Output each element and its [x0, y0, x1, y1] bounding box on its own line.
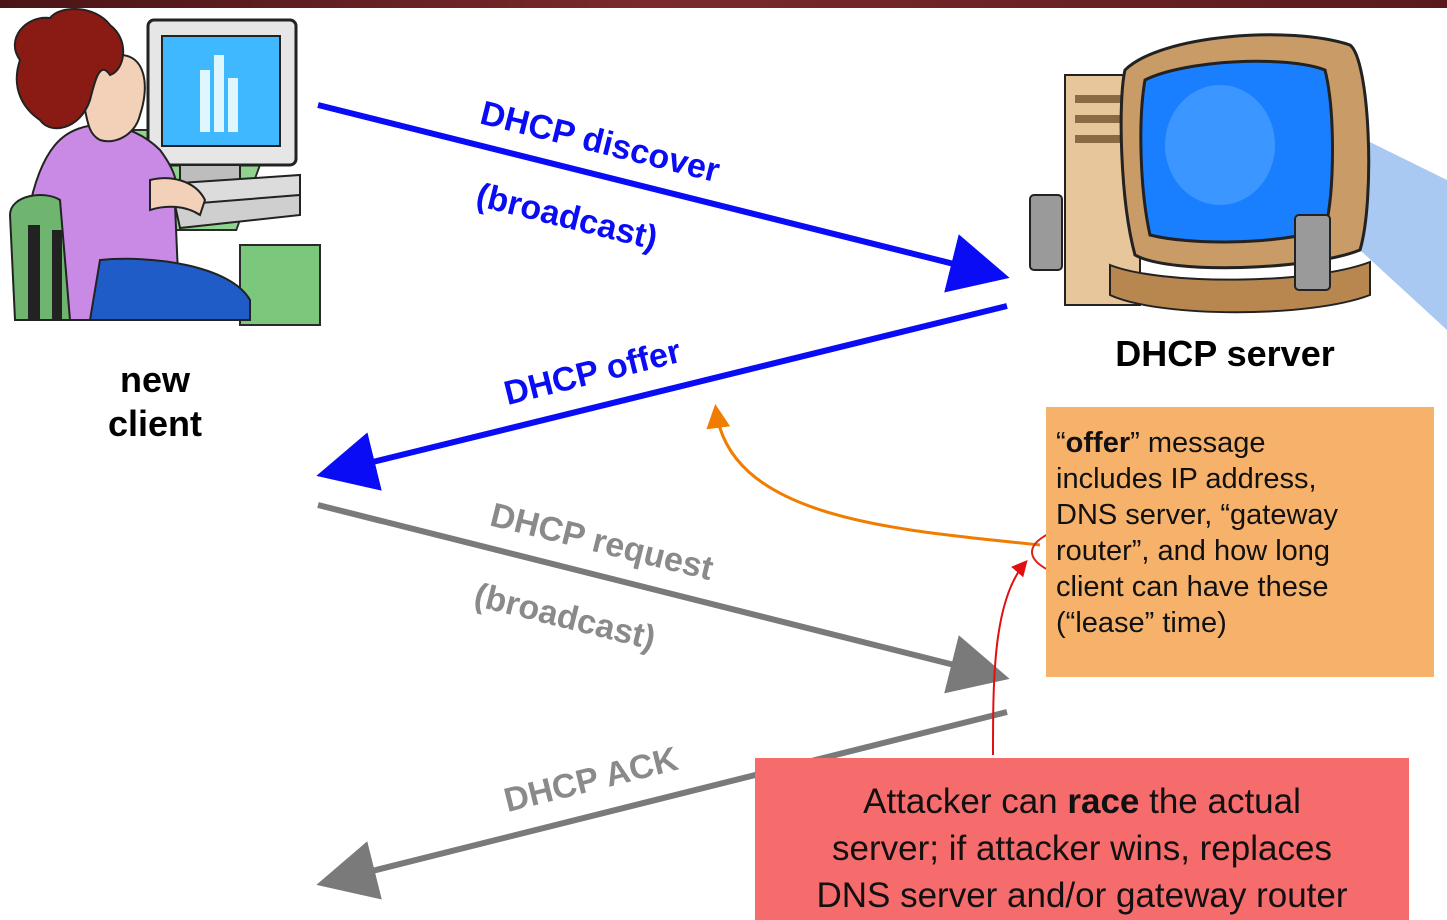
attack-note-pre: Attacker can — [863, 782, 1068, 821]
woman-at-computer-icon — [8, 7, 321, 326]
offer-note-lead: “offer” message — [1056, 425, 1424, 461]
attack-note-line1: Attacker can race the actual — [763, 778, 1401, 825]
offer-note-quote: “ — [1056, 427, 1066, 459]
attack-note-bold: race — [1067, 782, 1140, 821]
offer-arrow — [316, 303, 1008, 491]
attack-note: Attacker can race the actual server; if … — [755, 758, 1409, 920]
ack-arrow — [316, 709, 1008, 900]
offer-note-line: (“lease” time) — [1056, 607, 1227, 639]
client-label-line2: client — [107, 403, 203, 444]
offer-note-line: DNS server, “gateway — [1056, 499, 1339, 531]
top-border-bar — [0, 0, 1447, 8]
offer-note-line: router”, and how long — [1056, 535, 1331, 567]
offer-note-bold: offer — [1065, 427, 1131, 459]
offer-note-lead-rest: ” message — [1130, 427, 1266, 459]
offer-note: “offer” message includes IP address, DNS… — [1046, 407, 1434, 677]
client-label: new client — [90, 358, 220, 446]
request-arrow — [317, 502, 1010, 694]
client-label-line1: new — [119, 359, 190, 400]
offer-note-line: includes IP address, — [1056, 463, 1317, 495]
attack-note-line3: DNS server and/or gateway router — [816, 876, 1348, 915]
attack-note-post: the actual — [1139, 782, 1301, 821]
attack-note-line2: server; if attacker wins, replaces — [832, 829, 1332, 868]
attack-callout-arrow — [992, 559, 1028, 756]
offer-note-line: client can have these — [1056, 571, 1329, 603]
server-label: DHCP server — [1115, 333, 1335, 374]
discover-arrow — [317, 102, 1010, 293]
offer-callout-arrow — [706, 404, 1041, 547]
desktop-computer-server-icon — [1029, 33, 1447, 330]
